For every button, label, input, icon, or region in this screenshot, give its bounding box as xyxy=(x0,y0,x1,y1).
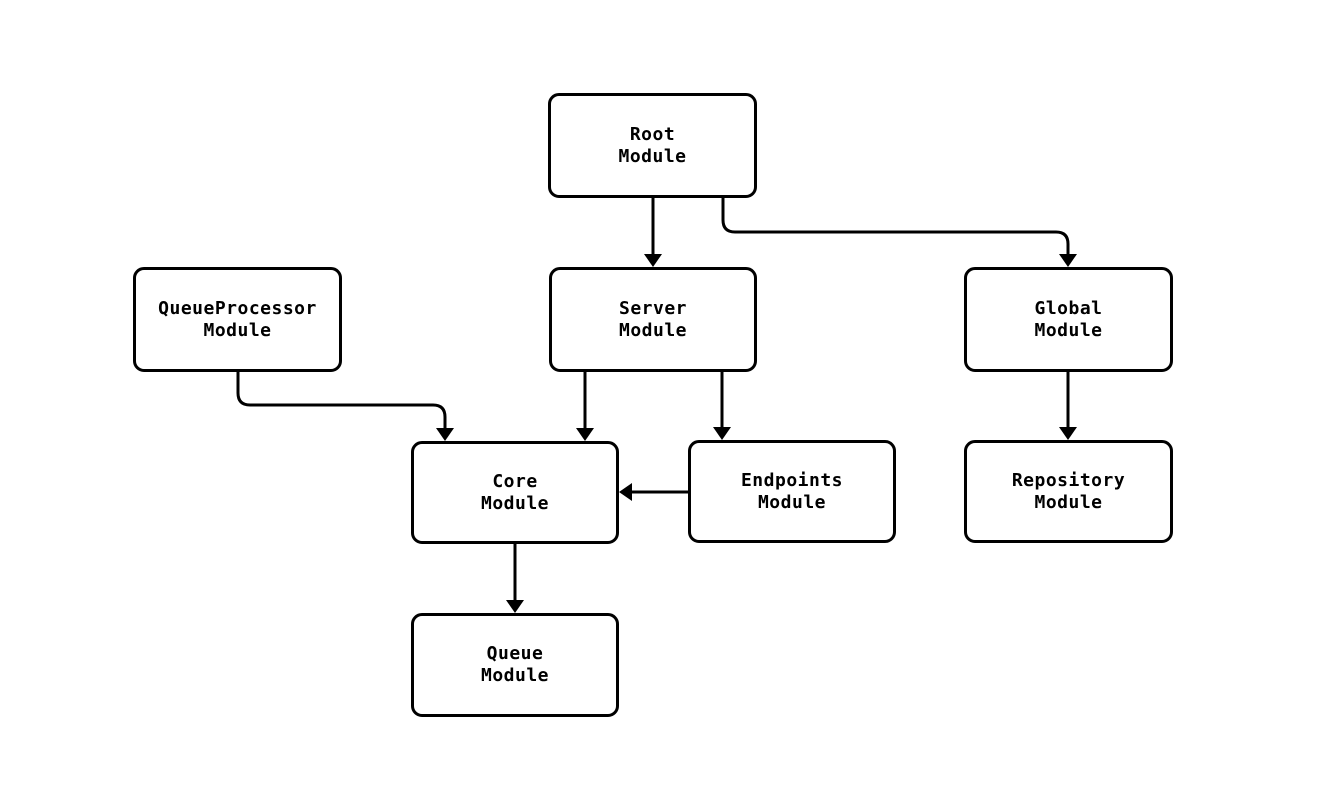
node-core: Core Module xyxy=(411,441,619,544)
arrowhead-icon xyxy=(1059,427,1077,440)
edge-endpoints-to-core xyxy=(619,483,688,501)
edge-global-to-repository xyxy=(1059,372,1077,440)
arrowhead-icon xyxy=(1059,254,1077,267)
arrowhead-icon xyxy=(713,427,731,440)
node-server: Server Module xyxy=(549,267,757,372)
node-root: Root Module xyxy=(548,93,757,198)
node-queueprocessor: QueueProcessor Module xyxy=(133,267,342,372)
node-label-endpoints: Endpoints Module xyxy=(740,469,844,513)
edge-queueprocessor-to-core xyxy=(236,372,454,441)
edge-line xyxy=(721,198,1070,257)
arrowhead-icon xyxy=(644,254,662,267)
node-label-server: Server Module xyxy=(618,297,688,341)
arrowhead-icon xyxy=(619,483,632,501)
node-global: Global Module xyxy=(964,267,1173,372)
edge-core-to-queue xyxy=(506,544,524,613)
node-queue: Queue Module xyxy=(411,613,619,717)
node-label-global: Global Module xyxy=(1034,297,1103,341)
node-label-queue: Queue Module xyxy=(480,643,550,686)
edge-root-to-global xyxy=(721,198,1077,267)
node-endpoints: Endpoints Module xyxy=(688,440,896,543)
edge-line xyxy=(236,372,447,431)
node-label-queueprocessor: QueueProcessor Module xyxy=(158,297,317,341)
arrowhead-icon xyxy=(506,600,524,613)
node-label-core: Core Module xyxy=(480,470,550,514)
edge-server-to-endpoints xyxy=(713,372,731,440)
node-label-root: Root Module xyxy=(618,123,687,167)
edge-root-to-server xyxy=(644,198,662,267)
arrowhead-icon xyxy=(436,428,454,441)
node-repository: Repository Module xyxy=(964,440,1173,543)
node-label-repository: Repository Module xyxy=(1011,469,1126,513)
edge-server-to-core xyxy=(576,372,594,441)
arrowhead-icon xyxy=(576,428,594,441)
